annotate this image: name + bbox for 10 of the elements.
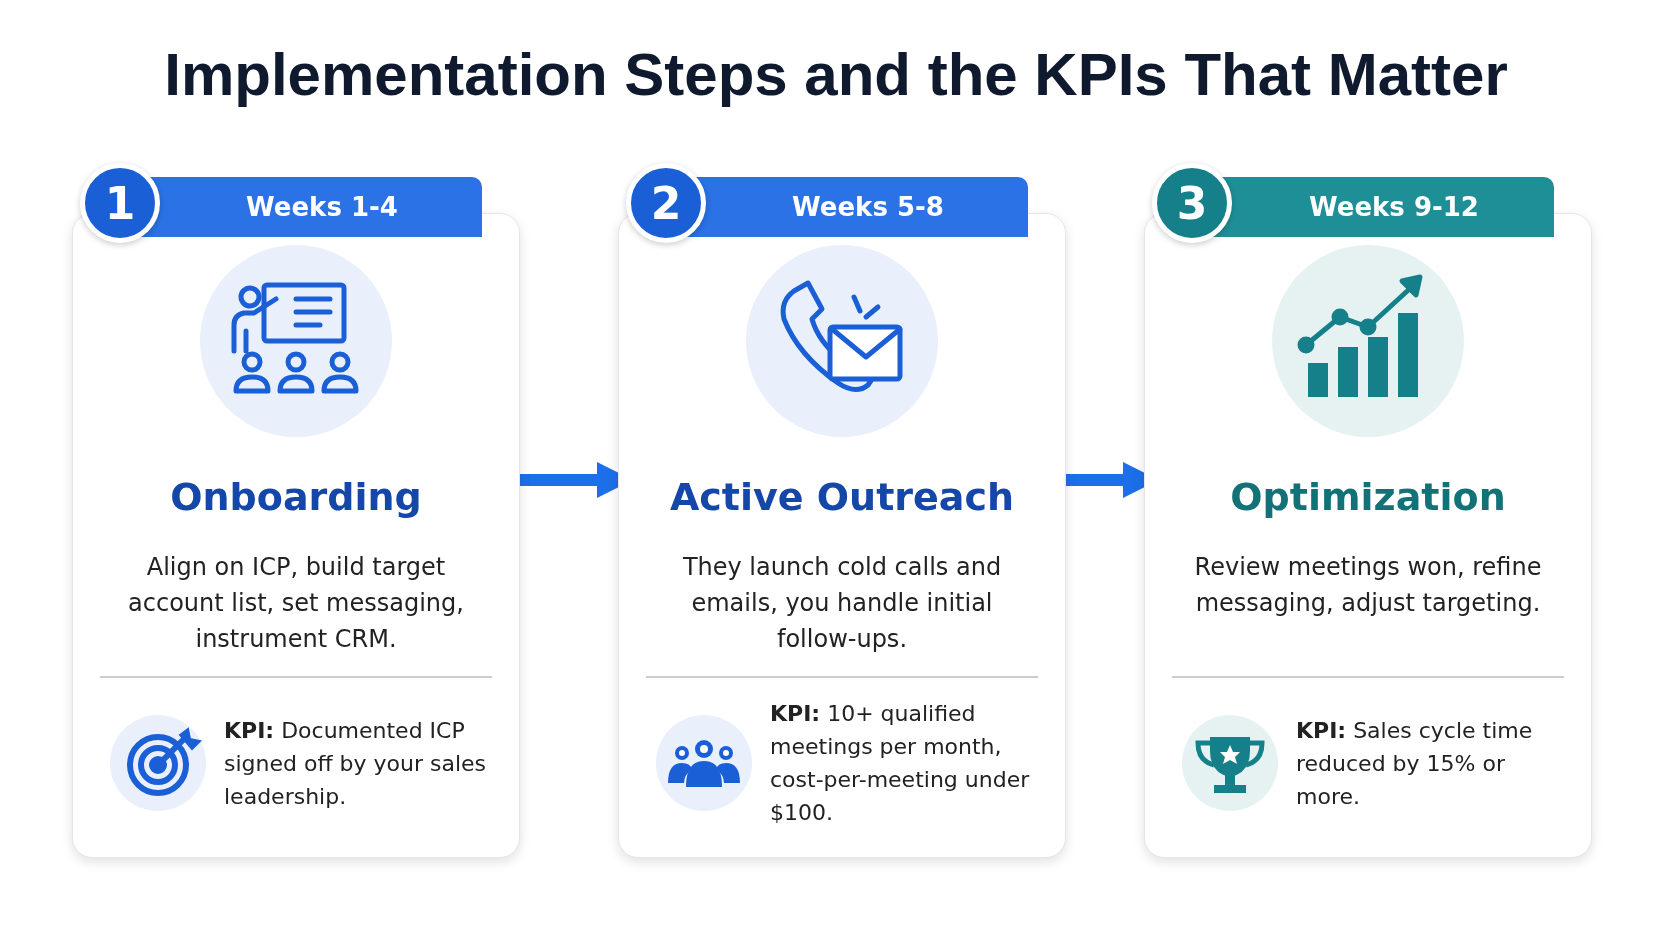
step-description: Review meetings won, refine messaging, adjust targeting. <box>1194 552 1542 619</box>
step-title: Active Outreach <box>668 475 1016 519</box>
step-description: Align on ICP, build target account list, set messaging, instrument CRM. <box>127 552 465 655</box>
kpi-text: KPI: 10+ qualified meetings per month, cost-per-meeting under $100. <box>770 700 1031 827</box>
step-title: Optimization <box>1229 475 1507 519</box>
kpi-text: KPI: Documented ICP signed off by your sales leadership. <box>224 716 488 811</box>
step-title: Onboarding <box>169 475 423 519</box>
step-description: They launch cold calls and emails, you handle initial follow-ups. <box>681 552 1003 655</box>
kpi-text: KPI: Sales cycle time reduced by 15% or more. <box>1296 716 1534 811</box>
title: Implementation Steps and the KPIs That Matter <box>163 40 1509 109</box>
